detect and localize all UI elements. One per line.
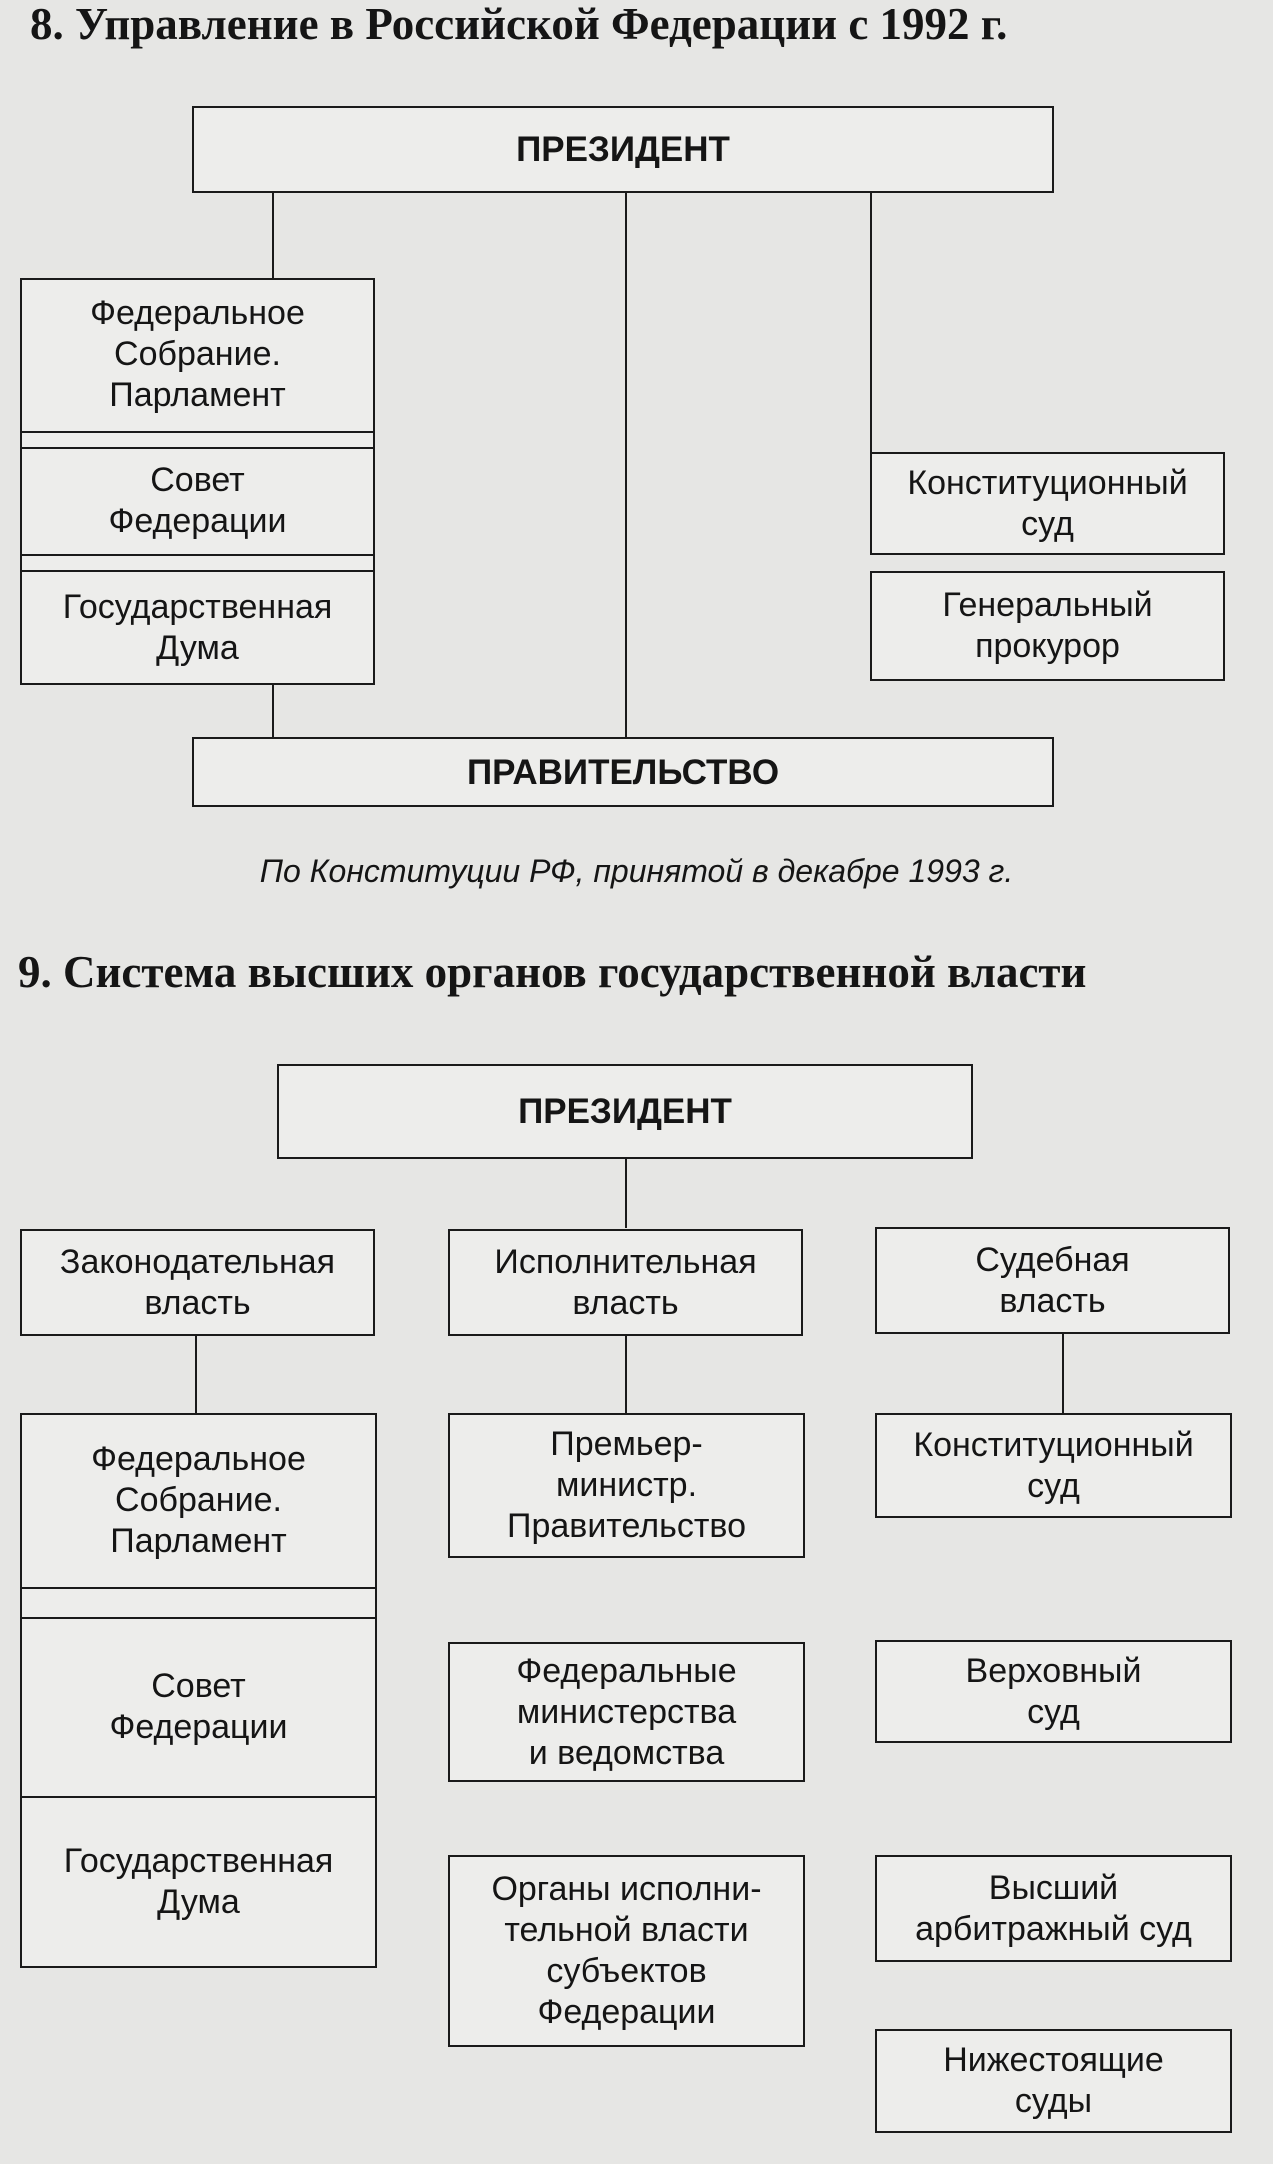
prosecutor-general-box: Генеральный прокурор [870,571,1225,681]
divider [20,447,375,449]
divider [20,570,375,572]
divider [20,1617,377,1619]
parliament-group-box [20,278,375,685]
connector [870,192,872,555]
divider [20,1796,377,1798]
federal-assembly-label: Федеральное Собрание. Парламент [90,294,305,414]
section-9-title: 9. Система высших органов государственно… [18,947,1087,997]
connector [272,683,274,737]
federation-council-label: Совет Федерации [108,460,287,540]
federation-council-label: Совет Федерации [109,1666,288,1746]
state-duma-label: Государственная Дума [63,1842,334,1921]
divider [20,1587,377,1589]
executive-branch-box: Исполнительная власть [448,1229,803,1336]
constitutional-court-box: Конституционный суд [875,1413,1232,1518]
supreme-arbitration-court-box: Высший арбитражный суд [875,1855,1232,1962]
regional-executive-box: Органы исполни- тельной власти субъектов… [448,1855,805,2047]
connector [1062,1333,1064,1413]
divider [20,554,375,556]
connector [272,192,274,279]
judicial-branch-box: Судебная власть [875,1227,1230,1334]
constitution-caption: По Конституции РФ, принятой в декабре 19… [259,853,1014,889]
pm-government-box: Премьер- министр. Правительство [448,1413,805,1558]
lower-courts-box: Нижестоящие суды [875,2029,1232,2133]
connector [625,1335,627,1415]
legislative-branch-box: Законодательная власть [20,1229,375,1336]
constitutional-court-box: Конституционный суд [870,452,1225,555]
president-box: ПРЕЗИДЕНТ [277,1064,973,1159]
divider [20,431,375,433]
state-duma-label: Государственная Дума [62,587,333,667]
government-box: ПРАВИТЕЛЬСТВО [192,737,1054,807]
connector [625,1158,627,1228]
parliament-group-box [20,1413,377,1968]
section-8-title: 8. Управление в Российской Федерации с 1… [30,0,1008,49]
federal-ministries-box: Федеральные министерства и ведомства [448,1642,805,1782]
supreme-court-box: Верховный суд [875,1640,1232,1743]
connector [195,1335,197,1415]
president-box: ПРЕЗИДЕНТ [192,106,1054,193]
federal-assembly-label: Федеральное Собрание. Парламент [91,1439,306,1560]
connector [625,192,627,737]
